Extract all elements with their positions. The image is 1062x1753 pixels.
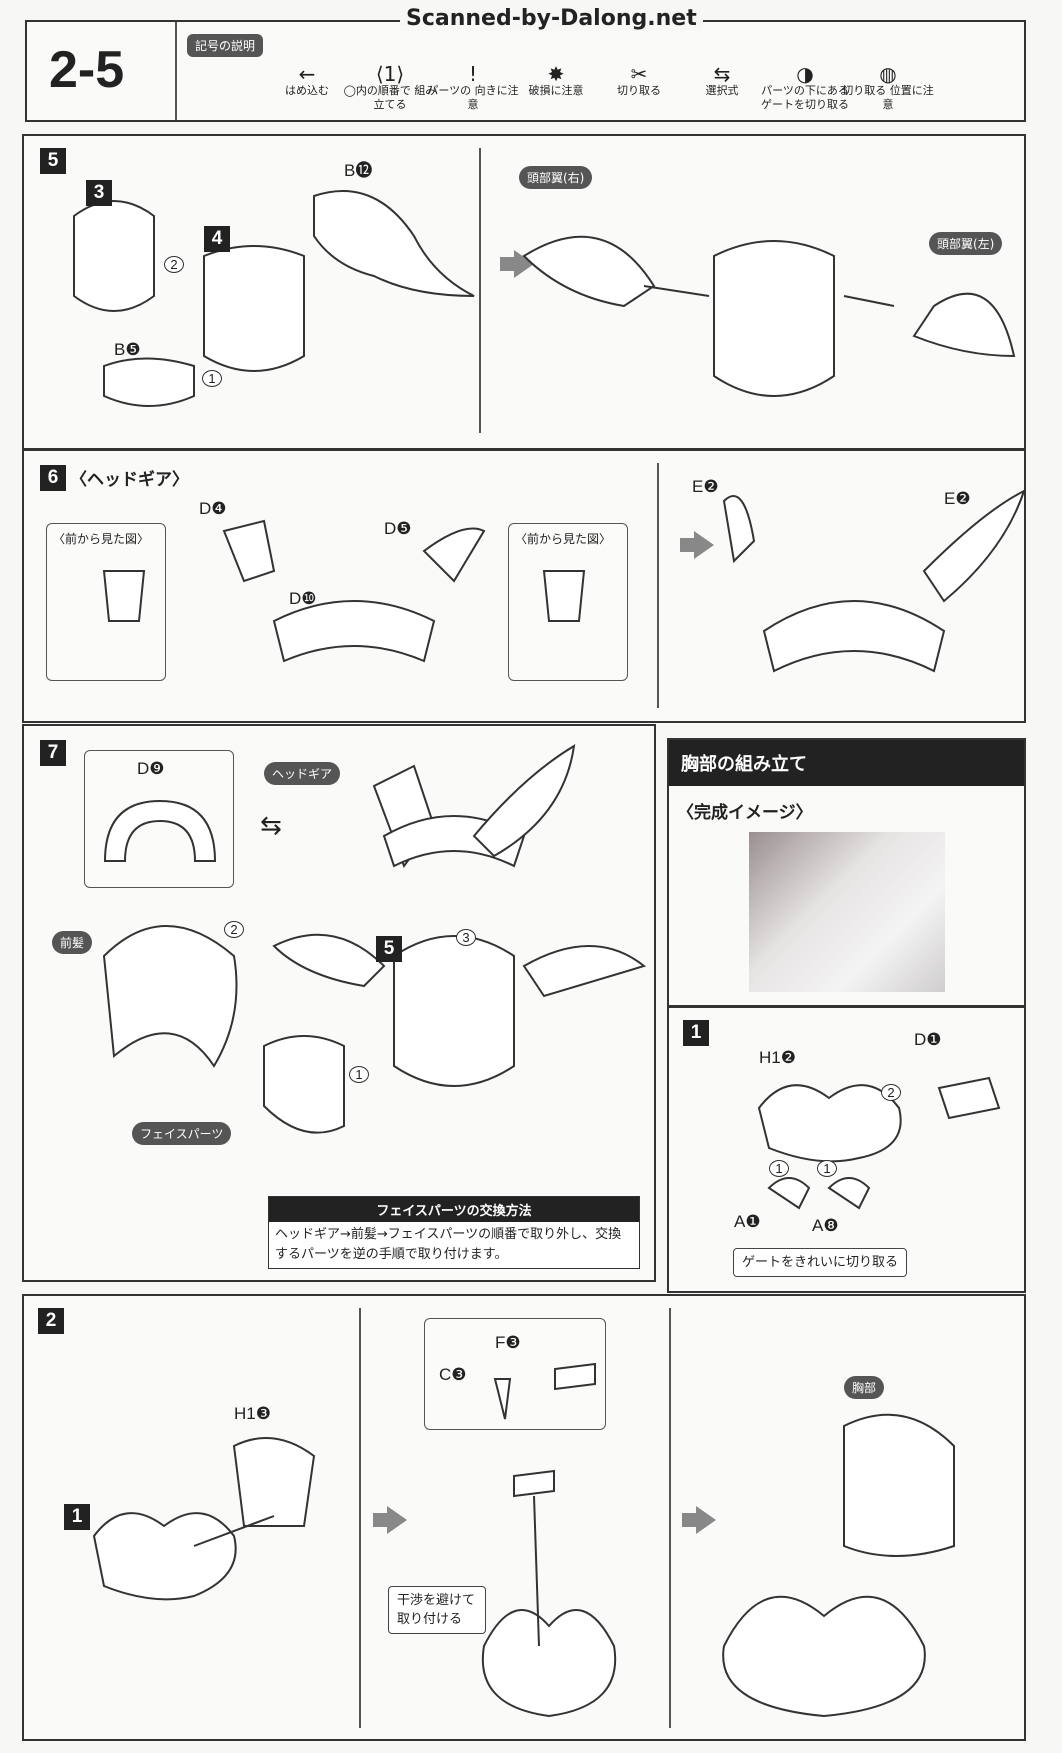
legend-label: 切り取る <box>617 84 661 97</box>
cut-position-icon: ◍ <box>879 62 897 86</box>
part-label: E❷ <box>944 489 971 508</box>
alternate-arrows-icon: ⇆ <box>713 62 731 86</box>
part-label: F❸ <box>495 1333 521 1352</box>
finished-image <box>749 832 945 992</box>
part-label: D❹ <box>199 499 227 518</box>
face-swap-title: フェイスパーツの交換方法 <box>269 1197 639 1222</box>
step-5-panel: 5 3 4 B⓬ B❺ 2 1 頭部翼(右) 頭部翼(左) <box>22 134 1026 450</box>
step-title: 〈ヘッドギア〉 <box>70 470 189 489</box>
sub-reference: 5 <box>376 936 402 962</box>
order-marker: 2 <box>164 256 184 273</box>
legend-label: 選択式 <box>705 84 739 97</box>
part-d9-illustration <box>103 799 217 862</box>
cut-icon: ✂ <box>630 62 648 86</box>
chest-step-2-panel: 2 H1❸ 1 F❸ C❸ 干渉を避けて 取り付ける 胸部 <box>22 1294 1026 1741</box>
chest-label: 胸部 <box>844 1376 885 1399</box>
part-label: C❸ <box>439 1365 467 1384</box>
front-view-label: 〈前から見た図〉 <box>515 532 612 546</box>
part-label: D❾ <box>137 759 165 778</box>
part-label: H1❷ <box>759 1048 796 1067</box>
part-label: E❷ <box>692 477 719 496</box>
front-view-box: 〈前から見た図〉 <box>46 523 166 681</box>
part-label: 3 <box>86 180 112 206</box>
legend-title: 記号の説明 <box>187 34 264 57</box>
gate-note: ゲートをきれいに切り取る <box>733 1248 908 1277</box>
order-marker: 1 <box>202 370 222 387</box>
wing-right-label: 頭部翼(右) <box>519 166 593 189</box>
gate-below-icon: ◑ <box>796 62 814 86</box>
order-marker: 2 <box>881 1084 901 1101</box>
exclamation-icon: ! <box>468 62 478 86</box>
part-label: B❺ <box>114 340 141 359</box>
part-label: 4 <box>204 226 230 252</box>
interference-note: 干渉を避けて 取り付ける <box>388 1586 486 1634</box>
chest-complete-illustration <box>722 1413 955 1718</box>
step-number: 6 <box>40 465 66 491</box>
step-number: 7 <box>40 740 66 766</box>
part-f3-c3-illustration <box>493 1362 596 1420</box>
order-marker: 1 <box>769 1160 789 1177</box>
part-label: A❽ <box>812 1216 839 1235</box>
headgear-label: ヘッドギア <box>264 762 341 785</box>
sub-reference: 1 <box>64 1504 90 1530</box>
next-arrow <box>680 531 714 559</box>
detail-box: F❸ C❸ <box>424 1318 606 1430</box>
watermark: Scanned-by-Dalong.net <box>400 6 703 31</box>
legend-label: 破損に注意 <box>528 84 584 97</box>
head-with-wings-illustration <box>522 235 1016 397</box>
header-box: 2-5 記号の説明 ←はめ込む ⟨1⟩◯内の順番で 組み立てる!パーツの 向きに注… <box>25 20 1026 122</box>
head-parts-illustration <box>73 190 475 407</box>
chest-assembly-illustration <box>481 1469 617 1718</box>
part-label: D❺ <box>384 519 412 538</box>
part-label: D❶ <box>914 1030 942 1049</box>
alternate-arrows-icon: ⇆ <box>260 811 282 841</box>
part-label: H1❸ <box>234 1404 271 1423</box>
step-6-panel: 6 〈ヘッドギア〉 〈前から見た図〉 〈前から見た図〉 D❹ D❿ D❺ E❷ … <box>22 449 1026 723</box>
hexagon-number-icon: ⟨1⟩ <box>375 62 405 86</box>
step-number: 2 <box>38 1308 64 1334</box>
part-label: B⓬ <box>344 161 373 180</box>
break-warning-icon: ✸ <box>547 62 565 86</box>
legend-label: パーツの下にある ゲートを切り取る <box>761 84 849 111</box>
page-number: 2-5 <box>49 41 125 99</box>
chest-parts-illustration <box>757 1076 1001 1210</box>
alternate-part-box: D❾ <box>84 750 234 888</box>
step-7-panel: 7 D❾ ⇆ ヘッドギア 前髪 フェイスパーツ 5 2 3 1 フェイスパーツの… <box>22 724 656 1282</box>
chest-h1-illustration <box>92 1437 316 1601</box>
image-caption: 〈完成イメージ〉 <box>677 803 813 823</box>
wing-left-label: 頭部翼(左) <box>929 232 1003 255</box>
face-swap-text: ヘッドギア→前髪→フェイスパーツの順番で取り外し、交換するパーツを逆の手順で取り… <box>275 1227 622 1262</box>
part-label: D❿ <box>289 589 317 608</box>
order-marker: 2 <box>224 921 244 938</box>
next-arrow <box>682 1506 716 1534</box>
step-number: 5 <box>40 148 66 174</box>
order-marker: 1 <box>349 1066 369 1083</box>
legend-label: パーツの 向きに注意 <box>427 84 519 111</box>
chest-title: 胸部の組み立て <box>669 740 1024 786</box>
arrow-left-icon: ← <box>298 62 316 86</box>
front-view-label: 〈前から見た図〉 <box>53 532 150 546</box>
chest-step-1-panel: 1 H1❷ D❶ A❶ A❽ 2 1 1 ゲートをきれいに切り取る <box>667 1006 1026 1293</box>
face-swap-box: フェイスパーツの交換方法 ヘッドギア→前髪→フェイスパーツの順番で取り外し、交換… <box>268 1196 640 1269</box>
legend-label: 切り取る 位置に注意 <box>842 84 934 111</box>
headgear-illustration <box>102 519 586 663</box>
face-label: フェイスパーツ <box>132 1122 232 1145</box>
head-assembly-illustration <box>102 744 647 1134</box>
order-marker: 1 <box>817 1160 837 1177</box>
legend-label: はめ込む <box>285 84 329 97</box>
headgear-complete-illustration <box>722 489 1026 673</box>
legend-label: ◯内の順番で 組み立てる <box>343 84 437 111</box>
bangs-label: 前髪 <box>52 931 93 954</box>
step-number: 1 <box>683 1020 709 1046</box>
chest-overview-panel: 胸部の組み立て 〈完成イメージ〉 <box>667 738 1026 1007</box>
next-arrow <box>373 1506 407 1534</box>
part-label: A❶ <box>734 1212 761 1231</box>
order-marker: 3 <box>456 929 476 946</box>
